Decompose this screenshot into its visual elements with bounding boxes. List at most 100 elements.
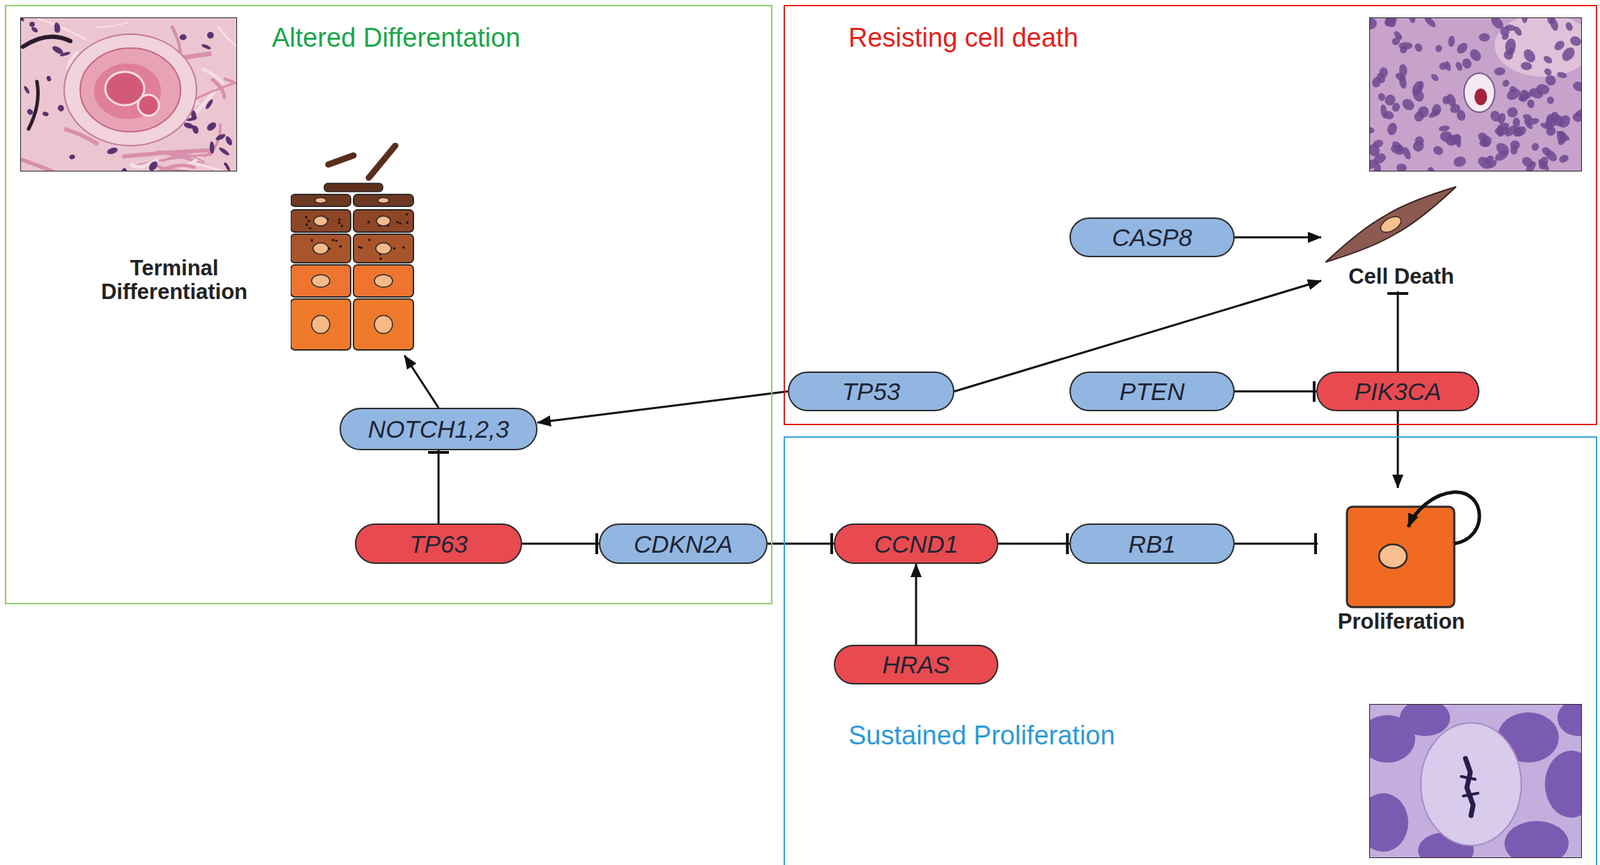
keratin-pearl bbox=[94, 63, 162, 120]
tissue-nucleus bbox=[30, 25, 40, 34]
keratin-granule bbox=[335, 239, 339, 243]
tissue-nucleus bbox=[1574, 107, 1582, 118]
tissue-nucleus bbox=[1506, 106, 1519, 118]
tissue-nucleus bbox=[1552, 39, 1566, 53]
activation-arrow bbox=[537, 391, 788, 424]
tissue-nucleus bbox=[1369, 126, 1375, 134]
cell-label: Terminal Differentiation bbox=[73, 256, 276, 304]
tissue-nucleus bbox=[1509, 139, 1521, 151]
region-title: Resisting cell death bbox=[848, 22, 1079, 55]
tissue-nucleus bbox=[1395, 163, 1407, 172]
tissue-nucleus bbox=[50, 44, 65, 56]
inhibition-connector bbox=[1234, 543, 1318, 546]
tissue-nucleus bbox=[106, 146, 119, 155]
tissue-nucleus bbox=[1488, 108, 1503, 124]
tissue-nucleus bbox=[1489, 17, 1506, 31]
cornified-cell bbox=[324, 183, 383, 192]
tissue-nucleus bbox=[1520, 61, 1533, 71]
tissue-nucleus bbox=[1511, 124, 1529, 139]
tissue-nucleus bbox=[1438, 124, 1451, 132]
epithelial-cell bbox=[353, 264, 414, 297]
cell-illustration bbox=[1321, 184, 1482, 265]
keratin-granule bbox=[304, 216, 308, 219]
tissue-nucleus bbox=[41, 110, 49, 117]
epithelial-cell bbox=[290, 194, 351, 207]
tissue-fibre bbox=[217, 25, 238, 49]
tissue-nucleus bbox=[20, 17, 26, 23]
tissue-nucleus bbox=[1443, 133, 1459, 148]
gene-oval: HRAS bbox=[833, 644, 999, 685]
tissue-nucleus bbox=[1564, 20, 1575, 33]
tissue-nucleus bbox=[1508, 85, 1518, 93]
gene-name: TP53 bbox=[842, 379, 901, 404]
connector-group bbox=[404, 237, 1398, 646]
tissue-nucleus bbox=[1571, 80, 1582, 93]
keratin-granule bbox=[402, 246, 406, 249]
keratin-pearl bbox=[80, 48, 181, 132]
gene-name: PTEN bbox=[1119, 379, 1185, 404]
inhibition-connector bbox=[522, 543, 599, 546]
tissue-nucleus bbox=[1544, 750, 1582, 818]
cell-nucleus bbox=[377, 197, 390, 204]
region-panel: Altered DifferentationTerminal Different… bbox=[4, 4, 773, 605]
region-title: Altered Differentation bbox=[271, 22, 521, 55]
cell-nucleus bbox=[313, 216, 328, 226]
tissue-nucleus bbox=[214, 133, 227, 143]
tissue-nucleus bbox=[1399, 704, 1451, 737]
tissue-nucleus bbox=[218, 146, 231, 157]
tissue-nucleus bbox=[191, 124, 200, 135]
tissue-nucleus bbox=[46, 75, 53, 83]
tissue-nucleus bbox=[1517, 89, 1534, 104]
cell-body bbox=[1321, 184, 1462, 265]
gene-name: CCND1 bbox=[874, 531, 959, 557]
inhibition-connector bbox=[998, 543, 1070, 546]
keratin-granule bbox=[379, 257, 383, 261]
tissue-nucleus bbox=[1385, 122, 1399, 137]
keratin-pearl bbox=[138, 94, 159, 116]
tissue-nucleus bbox=[1568, 34, 1582, 48]
tissue-nucleus bbox=[1526, 98, 1536, 109]
cell-illustration bbox=[1317, 488, 1485, 611]
tissue-nucleus bbox=[1438, 61, 1449, 72]
tissue-nucleus bbox=[56, 103, 65, 113]
tissue-nucleus bbox=[1556, 71, 1568, 80]
photo-frame bbox=[20, 18, 238, 172]
tissue-nucleus bbox=[207, 32, 215, 40]
cell-nucleus bbox=[374, 274, 393, 288]
tissue-nucleus bbox=[1555, 128, 1572, 143]
tissue-fibre bbox=[20, 158, 57, 172]
cell-label: Cell Death bbox=[1348, 264, 1455, 292]
gene-oval: PIK3CA bbox=[1316, 371, 1480, 412]
tissue-nucleus bbox=[1521, 47, 1538, 65]
cell-body bbox=[1346, 506, 1455, 608]
gene-oval: PTEN bbox=[1069, 371, 1235, 412]
mitotic-figure bbox=[1465, 758, 1474, 816]
cell-nucleus bbox=[1378, 213, 1405, 236]
apoptotic-body bbox=[1474, 88, 1488, 106]
tissue-nucleus bbox=[1542, 54, 1554, 65]
keratin-granule bbox=[310, 239, 314, 242]
cell-cytoplasm bbox=[1420, 722, 1522, 846]
activation-arrow bbox=[915, 564, 918, 645]
epithelial-cell bbox=[290, 299, 351, 350]
tissue-nucleus bbox=[69, 154, 76, 161]
tissue-nucleus bbox=[1452, 155, 1467, 169]
cell-nucleus bbox=[315, 197, 327, 204]
tissue-nucleus bbox=[200, 43, 212, 51]
epithelial-cell bbox=[353, 194, 414, 207]
tissue-stroma bbox=[1494, 17, 1582, 77]
tissue-nucleus bbox=[1383, 17, 1399, 30]
tissue-nucleus bbox=[1542, 66, 1554, 78]
tissue-nucleus bbox=[147, 159, 159, 172]
cell-illustration bbox=[290, 142, 417, 353]
gene-name: PIK3CA bbox=[1354, 379, 1442, 404]
keratin-granule bbox=[405, 221, 409, 225]
tissue-nucleus bbox=[1413, 41, 1425, 53]
region-panel: Resisting cell deathCASP8Cell DeathTP53P… bbox=[783, 4, 1598, 426]
dying-cell bbox=[1321, 184, 1462, 265]
tissue-nucleus bbox=[205, 120, 219, 133]
histology-photo bbox=[1369, 704, 1582, 859]
tissue-nucleus bbox=[1379, 103, 1389, 120]
differentiation-figure: Terminal Differentiation bbox=[73, 139, 419, 356]
